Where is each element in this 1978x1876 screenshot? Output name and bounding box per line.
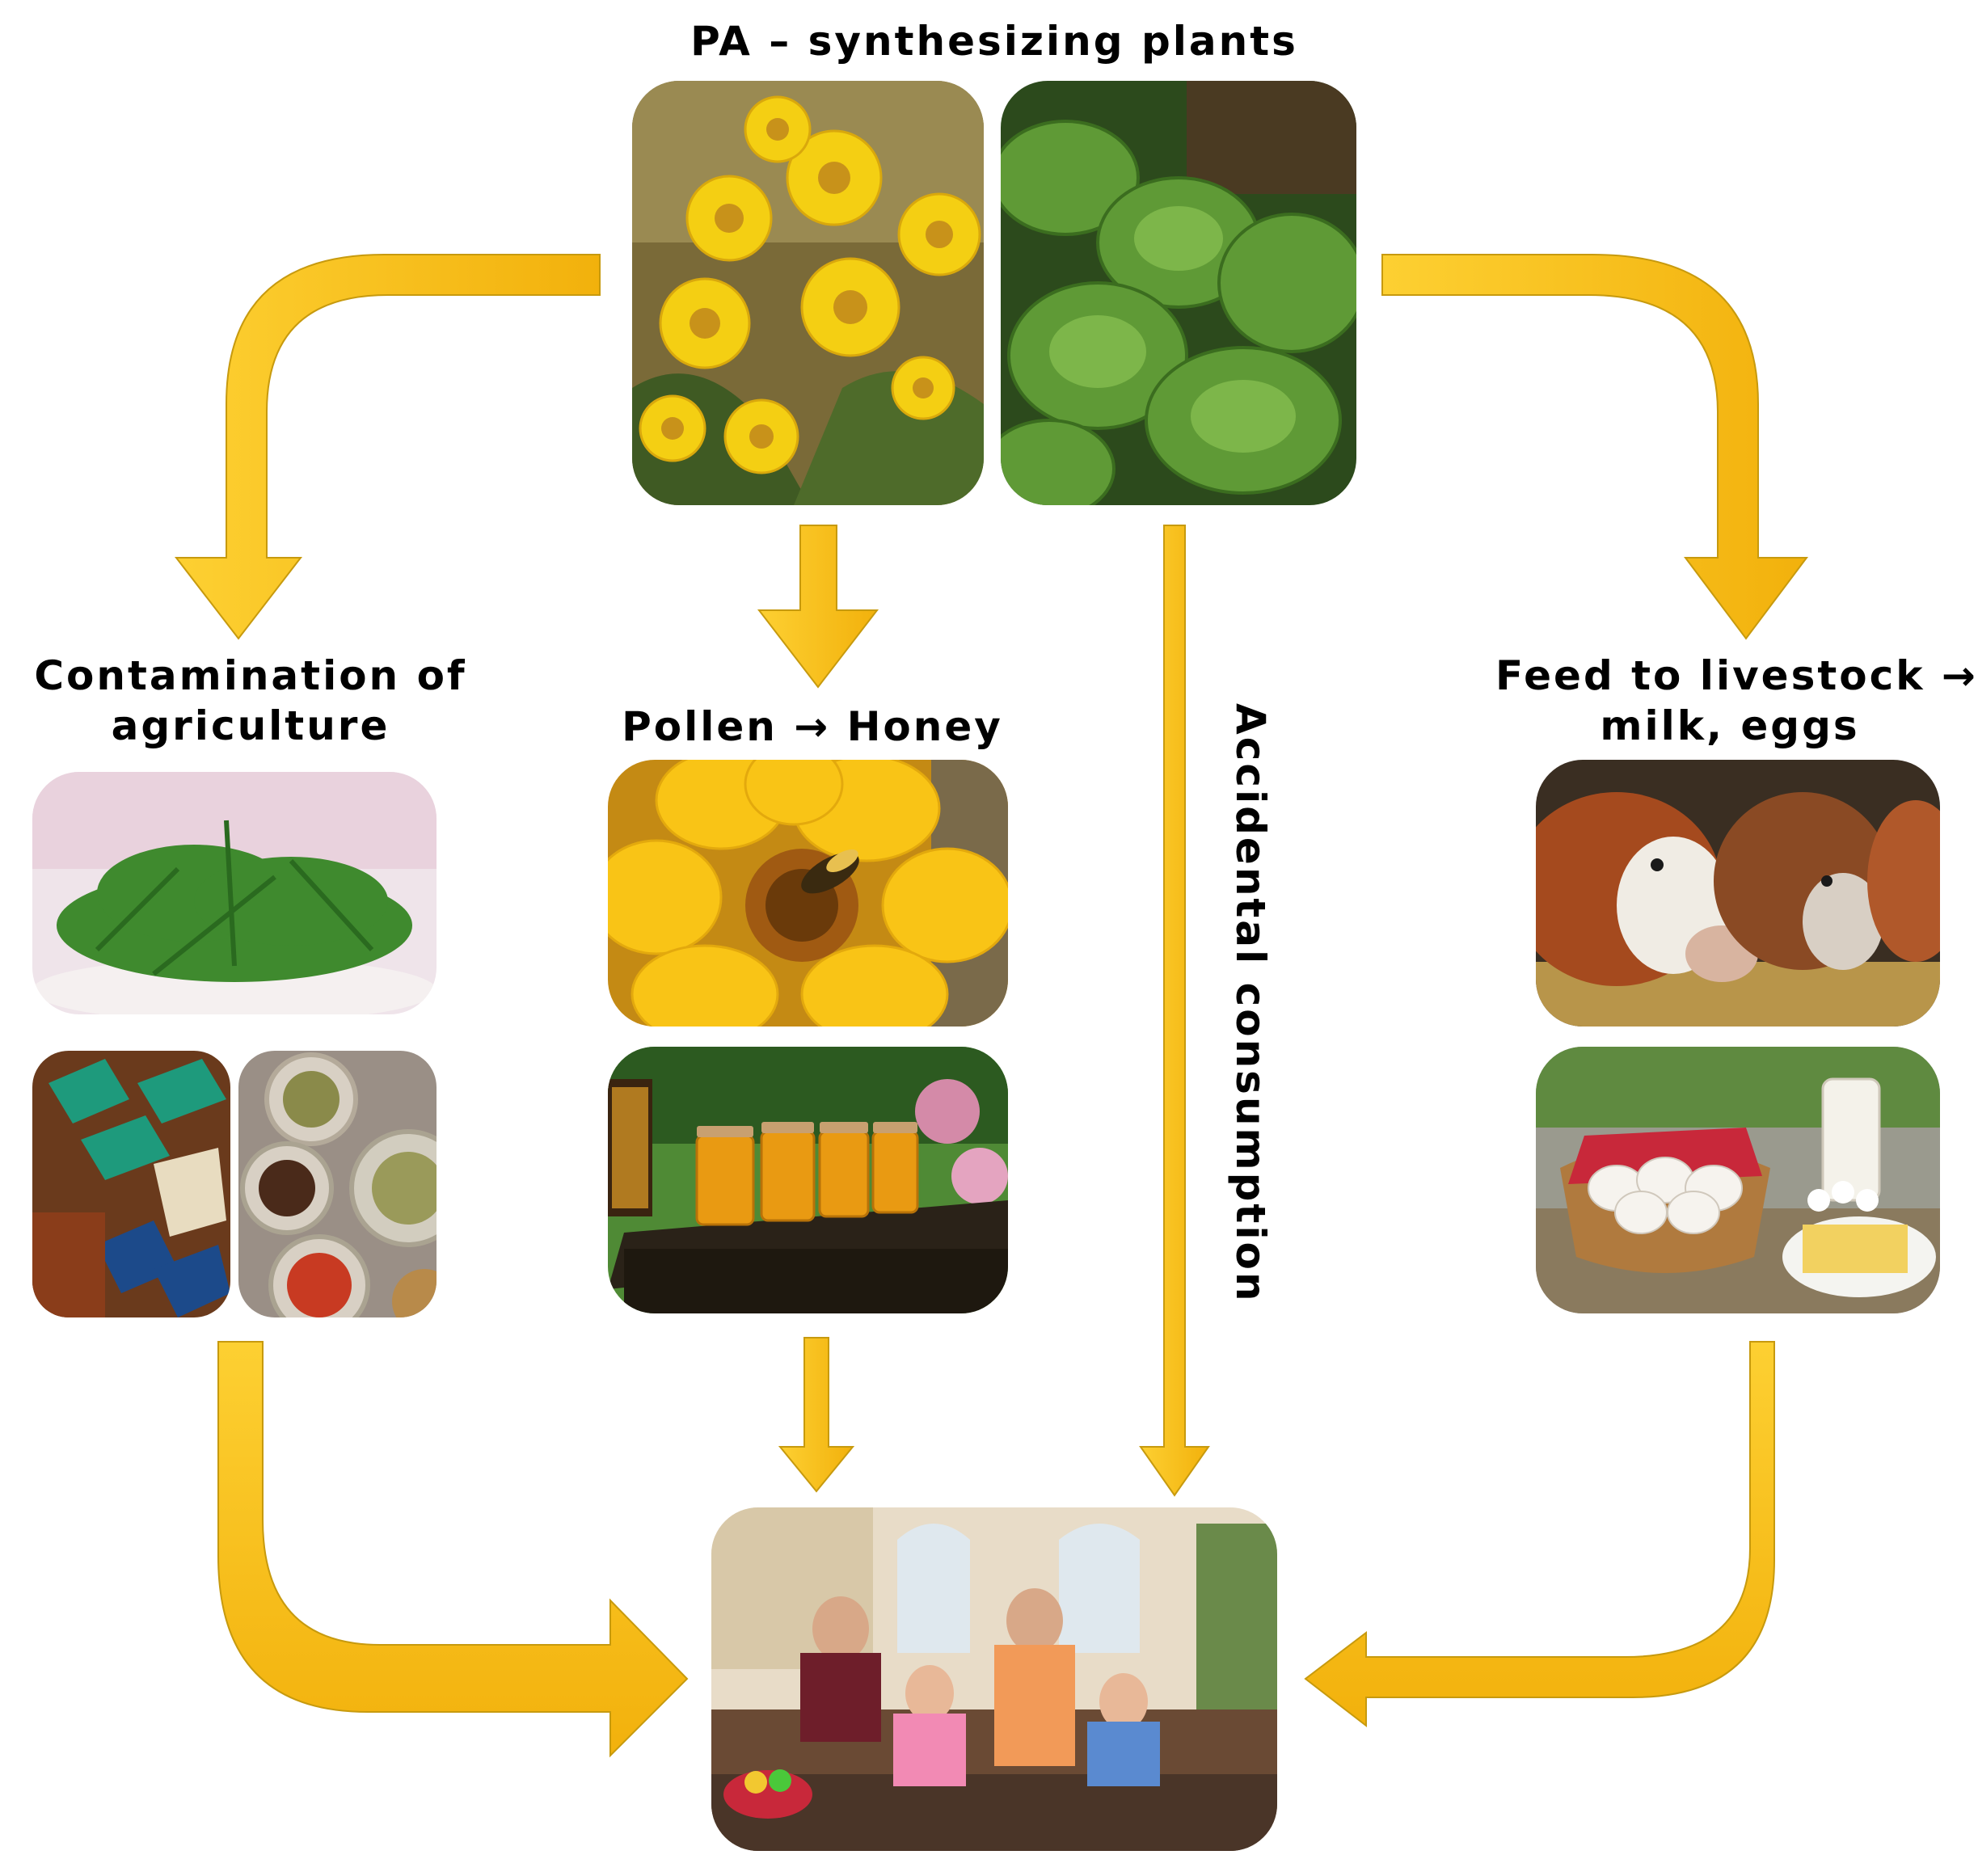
accidental-consumption-label: Accidental consumption	[1222, 703, 1279, 1303]
livestock-label-line2: milk, eggs	[1600, 702, 1860, 749]
family-kitchen-photo	[711, 1507, 1277, 1851]
cows-feeding-photo	[1536, 760, 1940, 1027]
yellow-flowers-photo	[632, 81, 984, 505]
arrow-agriculture-to-family	[217, 1341, 689, 1758]
eggs-milk-butter-photo	[1536, 1047, 1940, 1313]
agriculture-label-line2: agriculture	[111, 702, 390, 749]
arrow-accidental-consumption	[1139, 525, 1210, 1497]
diagram-title: PA – synthesizing plants	[690, 18, 1298, 65]
honey-label: Pollen → Honey	[622, 703, 1003, 750]
arrow-plants-to-agriculture	[174, 254, 601, 640]
livestock-label: Feed to livestock → milk, eggs	[1495, 651, 1978, 751]
agriculture-label-line1: Contamination of	[34, 652, 467, 699]
arrow-plants-to-honey	[757, 525, 879, 689]
spices-photo	[238, 1051, 437, 1317]
tea-bags-photo	[32, 1051, 230, 1317]
green-leaves-photo	[1001, 81, 1356, 505]
rocket-salad-photo	[32, 772, 437, 1014]
accidental-consumption-text: Accidental consumption	[1227, 703, 1274, 1304]
arrow-livestock-to-family	[1304, 1341, 1775, 1728]
sunflower-bee-photo	[608, 760, 1008, 1027]
arrow-plants-to-livestock	[1381, 254, 1808, 640]
livestock-label-line1: Feed to livestock →	[1495, 652, 1978, 699]
agriculture-label: Contamination of agriculture	[20, 651, 481, 751]
honey-jars-photo	[608, 1047, 1008, 1313]
arrow-honey-to-family	[778, 1337, 855, 1493]
